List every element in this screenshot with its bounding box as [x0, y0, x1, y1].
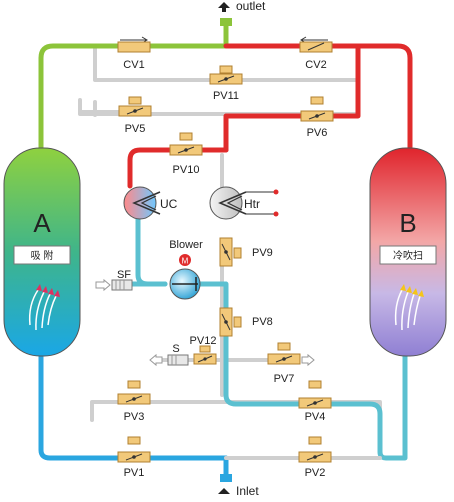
inlet-label: Inlet [236, 484, 259, 497]
valve-pv11[interactable]: PV11 [209, 65, 243, 102]
pv1-label: PV1 [124, 467, 145, 479]
valve-pv1[interactable]: PV1 [117, 436, 151, 479]
pv7-label: PV7 [274, 373, 295, 385]
red-pipe-top [223, 43, 413, 155]
right-arrow-icon [95, 278, 111, 292]
motor-icon [179, 254, 191, 266]
pv7-vent [301, 353, 315, 367]
red-pipe-mid [223, 45, 361, 153]
tower-b[interactable]: B 冷吹扫 [369, 147, 447, 357]
tower-a[interactable]: A 吸 附 [3, 147, 81, 357]
red-pipe-cooler [127, 147, 229, 189]
valve-pv4[interactable]: PV4 [298, 380, 332, 423]
valve-pv5[interactable]: PV5 [118, 96, 152, 135]
airflow-up-icon [28, 289, 57, 331]
valve-pv8[interactable]: PV8 [219, 307, 273, 337]
pv6-label: PV6 [307, 127, 328, 139]
valve-pv6[interactable]: PV6 [300, 96, 334, 139]
silencer-s[interactable]: S [149, 343, 189, 367]
heater-label: Htr [244, 197, 260, 211]
green-pipe [38, 21, 229, 153]
valve-pv3[interactable]: PV3 [117, 380, 151, 423]
pv8-label: PV8 [252, 316, 273, 328]
pv2-label: PV2 [305, 467, 326, 479]
pv3-label: PV3 [124, 411, 145, 423]
silencer-label: S [172, 343, 179, 355]
pv10-label: PV10 [173, 164, 200, 176]
valve-pv7[interactable]: PV7 [267, 342, 301, 385]
airflow-arrowheads-icon [36, 284, 60, 297]
airflow-arrowheads-icon [400, 284, 424, 297]
pv9-label: PV9 [252, 247, 273, 259]
tower-b-mode: 冷吹扫 [393, 249, 423, 262]
tower-a-letter: A [33, 208, 51, 238]
outlet-port: outlet [218, 0, 266, 26]
cooler-label: UC [160, 197, 178, 211]
up-arrow-icon [218, 2, 230, 8]
check-valve-cv2[interactable]: CV2 [299, 36, 333, 71]
cv1-label: CV1 [123, 59, 144, 71]
blue-pipe [38, 352, 229, 479]
inactive-pipes [78, 46, 382, 422]
teal-pipe [135, 215, 168, 287]
inlet-port: Inlet [218, 474, 259, 498]
up-arrow-icon [218, 488, 230, 494]
heater-htr[interactable]: Htr [209, 186, 279, 220]
cv2-label: CV2 [305, 59, 326, 71]
check-valve-cv1[interactable]: CV1 [117, 36, 151, 71]
outlet-label: outlet [236, 0, 266, 13]
airflow-up-icon [394, 289, 421, 331]
fan-icon [172, 277, 198, 291]
valve-pv12[interactable]: PV12 [190, 335, 217, 365]
valve-pv10[interactable]: PV10 [169, 132, 203, 176]
filter-label: SF [117, 269, 131, 281]
blower-label: Blower [169, 239, 203, 251]
teal-pipe-2 [197, 281, 408, 461]
right-arrow-icon [301, 353, 315, 367]
coil-icon [218, 191, 247, 215]
valve-pv2[interactable]: PV2 [298, 436, 332, 479]
pv4-label: PV4 [305, 411, 326, 423]
valve-pv9[interactable]: PV9 [219, 237, 273, 267]
motor-label: M [182, 257, 189, 266]
tower-b-letter: B [399, 208, 416, 238]
left-arrow-icon [149, 353, 163, 367]
pv12-label: PV12 [190, 335, 217, 347]
pv5-label: PV5 [125, 123, 146, 135]
pv11-label: PV11 [213, 90, 239, 102]
cooler-uc[interactable]: UC [123, 186, 178, 220]
blower[interactable]: Blower M [169, 239, 203, 300]
coil-icon [132, 191, 161, 215]
filter-sf[interactable]: SF [95, 269, 133, 292]
tower-a-mode: 吸 附 [31, 249, 54, 262]
